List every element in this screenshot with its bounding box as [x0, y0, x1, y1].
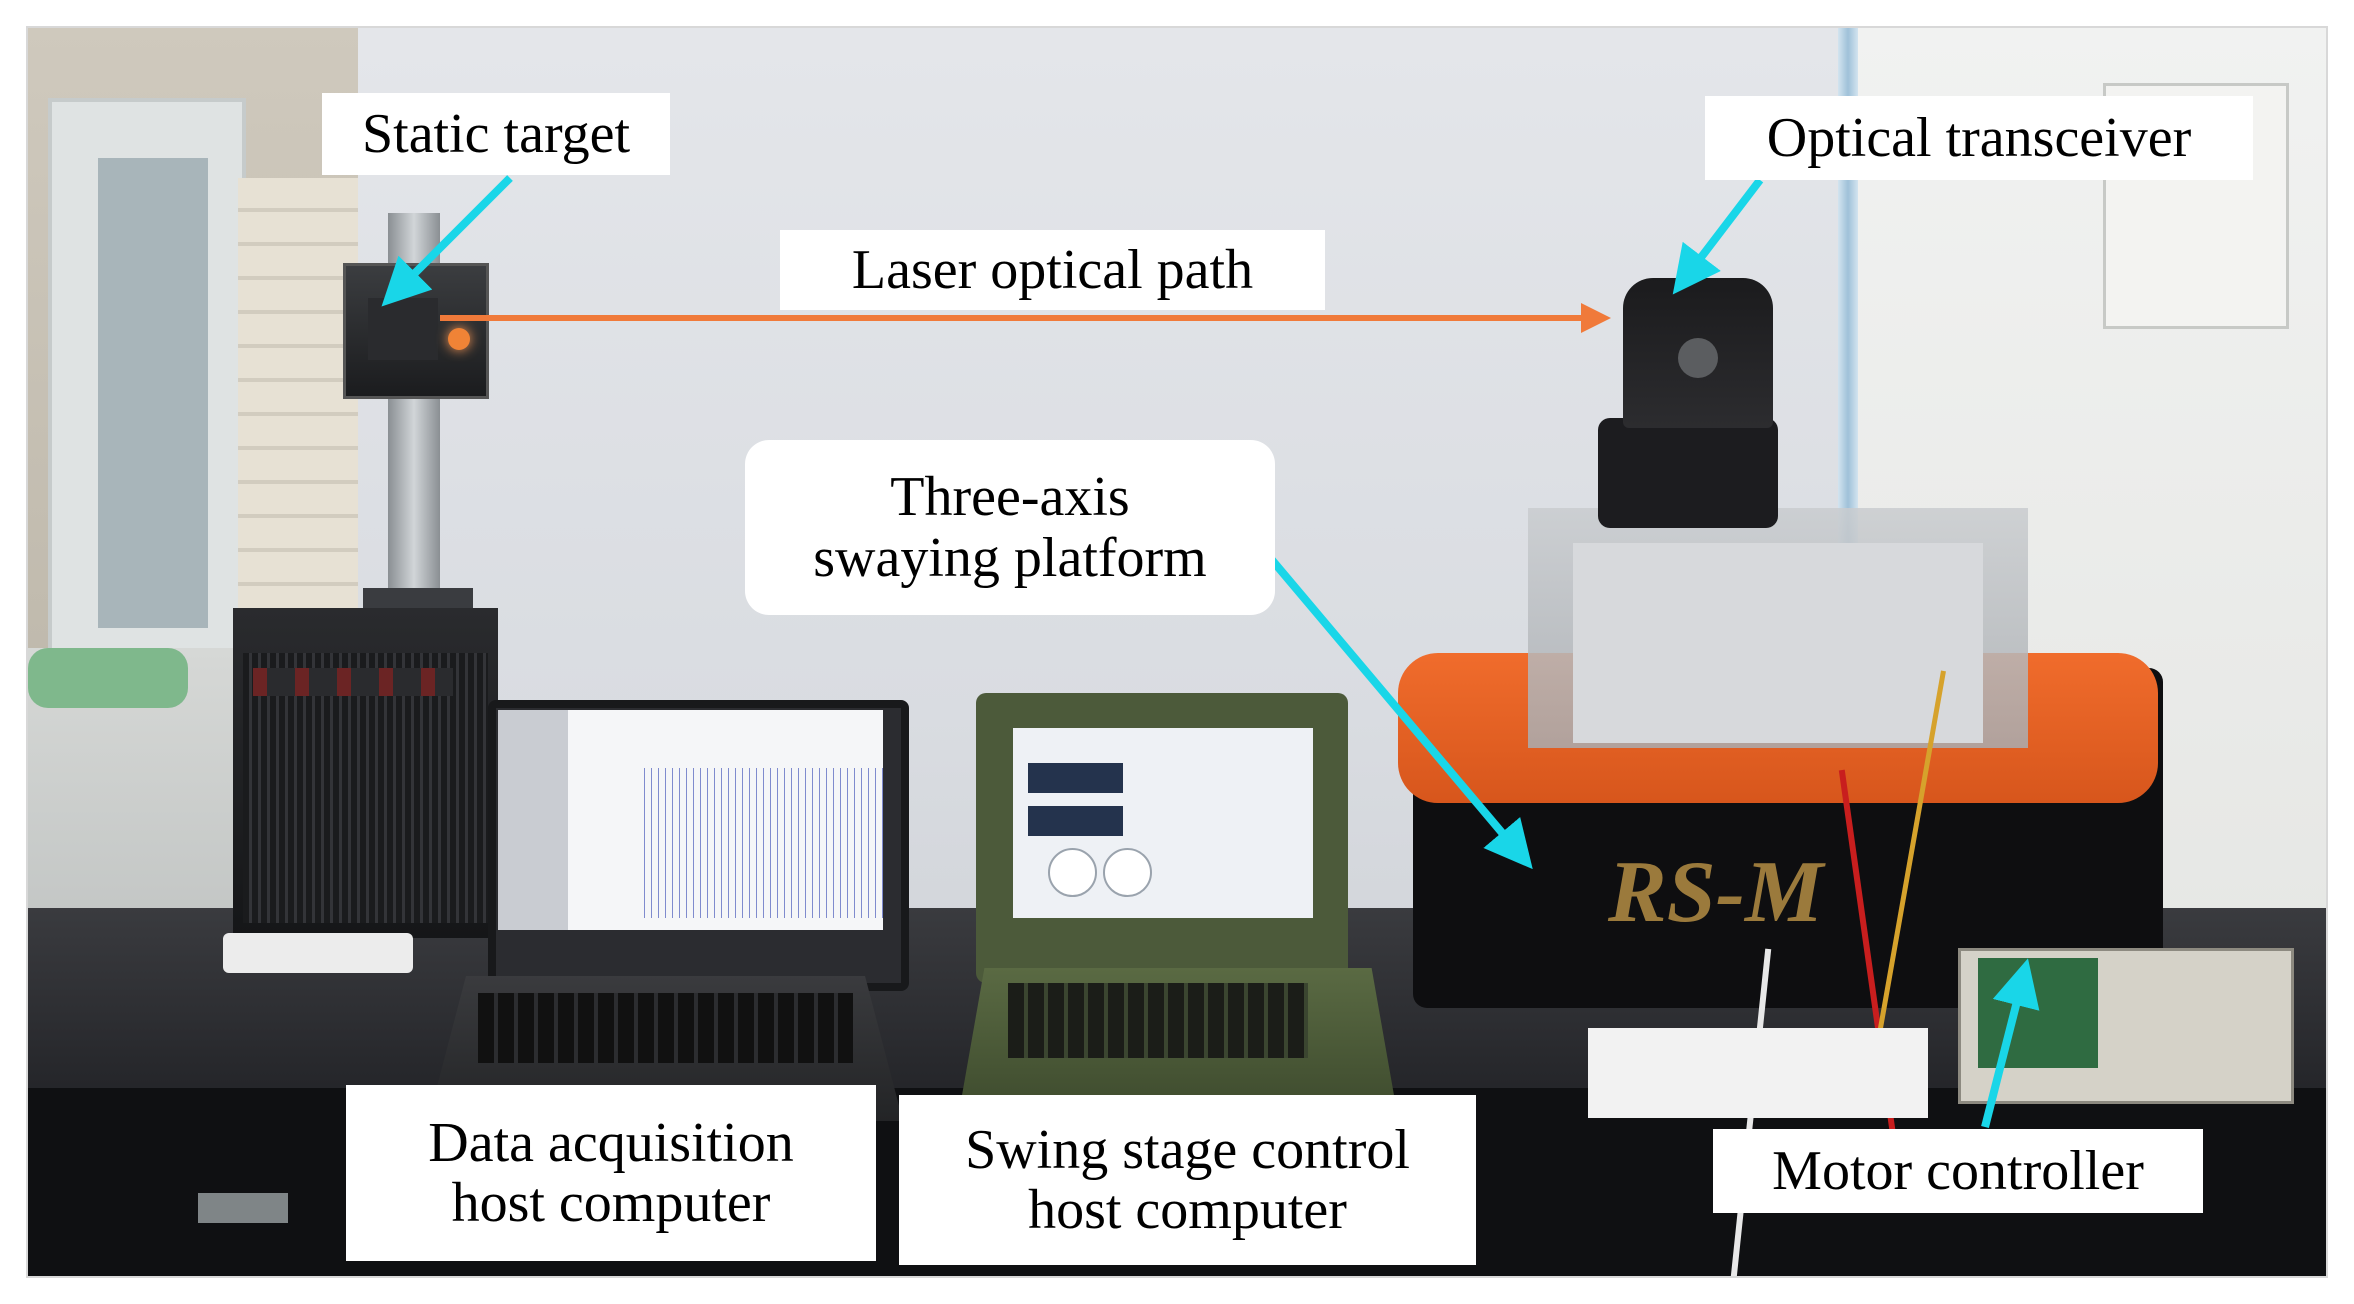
gimbal-base: [1598, 418, 1778, 528]
transceiver-frame-inner: [1573, 543, 1983, 743]
power-strip: [223, 933, 413, 973]
platform-brand-text: RS-M: [1608, 844, 1824, 941]
daq-laptop-keyboard: [478, 993, 853, 1063]
motor-controller-arrow: [1981, 958, 2040, 1128]
swing-host-text-line2: host computer: [1028, 1179, 1347, 1241]
shelf-boxes: [238, 178, 358, 648]
static-target-face: [368, 298, 438, 360]
document-sheet: [1588, 1028, 1928, 1118]
green-roll: [28, 648, 188, 708]
static-target-arrow: [381, 175, 513, 307]
daq-host-text-line2: host computer: [451, 1172, 771, 1234]
daq-software-sidebar: [498, 710, 568, 930]
swing-host-label: Swing stage control host computer: [899, 1095, 1476, 1265]
static-target-label: Static target: [322, 93, 670, 175]
swing-dial-gauge: [1048, 848, 1097, 897]
swing-host-text-line1: Swing stage control: [965, 1118, 1410, 1181]
motor-controller-label: Motor controller: [1713, 1129, 2203, 1213]
cabinet-glass-door: [98, 158, 208, 628]
power-supply-vent: [243, 653, 488, 923]
swing-readout-panel: [1028, 763, 1123, 793]
laser-path-label: Laser optical path: [780, 230, 1325, 310]
static-target-text: Static target: [362, 102, 630, 165]
motor-controller-text: Motor controller: [1772, 1139, 2144, 1202]
optical-transceiver-arrow: [1672, 177, 1764, 295]
power-supply-terminals: [253, 668, 453, 696]
daq-signal-plot: [638, 768, 883, 918]
swaying-platform-text-line2: swaying platform: [813, 526, 1207, 589]
swaying-platform-arrow: [1268, 557, 1533, 870]
daq-host-label: Data acquisition host computer: [346, 1085, 876, 1261]
optical-transceiver-label: Optical transceiver: [1705, 96, 2253, 180]
table-sticker: [198, 1193, 288, 1223]
swaying-platform-label: Three-axis swaying platform: [745, 440, 1275, 615]
transceiver-lens: [1678, 338, 1718, 378]
swing-laptop-keyboard: [1008, 983, 1308, 1058]
swing-readout-panel: [1028, 806, 1123, 836]
laser-spot: [448, 328, 470, 350]
swing-dial-gauge: [1103, 848, 1152, 897]
optical-transceiver-text: Optical transceiver: [1766, 106, 2192, 169]
daq-host-text-line1: Data acquisition: [428, 1111, 794, 1174]
laser-path-text: Laser optical path: [851, 238, 1254, 301]
swaying-platform-text-line1: Three-axis: [890, 466, 1130, 529]
